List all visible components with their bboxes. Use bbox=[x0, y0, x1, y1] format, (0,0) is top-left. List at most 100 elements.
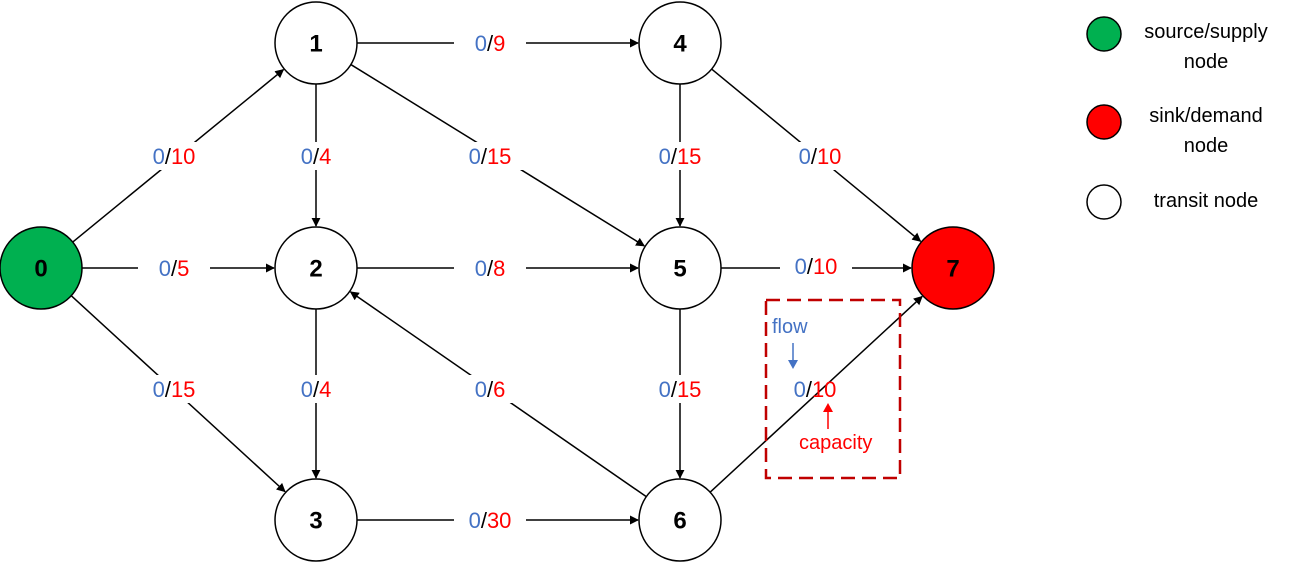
separator: / bbox=[481, 144, 488, 169]
capacity-value: 6 bbox=[493, 377, 505, 402]
capacity-value: 10 bbox=[817, 144, 841, 169]
edge-label: 0/9 bbox=[475, 31, 506, 56]
node-label: 2 bbox=[309, 256, 322, 283]
edge-1-5: 0/15 bbox=[350, 63, 646, 247]
edge-label-background bbox=[644, 142, 716, 170]
edge-label: 0/4 bbox=[301, 144, 332, 169]
node-label: 0 bbox=[34, 256, 47, 283]
capacity-value: 30 bbox=[487, 508, 511, 533]
flow-value: 0 bbox=[475, 256, 487, 281]
flow-value: 0 bbox=[469, 144, 481, 169]
flow-value: 0 bbox=[301, 377, 313, 402]
legend-source-text: node bbox=[1184, 51, 1229, 73]
flow-value: 0 bbox=[659, 144, 671, 169]
transit-node-circle bbox=[274, 478, 358, 562]
separator: / bbox=[811, 144, 818, 169]
capacity-value: 15 bbox=[171, 377, 195, 402]
separator: / bbox=[671, 144, 678, 169]
edge-label-background bbox=[280, 375, 352, 403]
edge-label: 0/10 bbox=[799, 144, 842, 169]
edge-4-7: 0/10 bbox=[711, 68, 922, 242]
edge-label: 0/15 bbox=[659, 144, 702, 169]
capacity-value: 10 bbox=[812, 377, 836, 402]
edge-0-3: 0/15 bbox=[70, 295, 286, 493]
edge-label: 0/15 bbox=[469, 144, 512, 169]
separator: / bbox=[806, 377, 813, 402]
flow-value: 0 bbox=[475, 377, 487, 402]
edge-label: 0/10 bbox=[795, 254, 838, 279]
capacity-value: 15 bbox=[487, 144, 511, 169]
legend-sink-text: node bbox=[1184, 135, 1229, 157]
edge-label-background bbox=[454, 375, 526, 403]
flow-value: 0 bbox=[469, 508, 481, 533]
edge-label: 0/30 bbox=[469, 508, 512, 533]
capacity-value: 4 bbox=[319, 377, 331, 402]
nodes: 0 1 2 3 4 5 6 7 bbox=[0, 1, 995, 562]
edge-label: 0/6 bbox=[475, 377, 506, 402]
transit-node-circle bbox=[274, 226, 358, 310]
flow-value: 0 bbox=[794, 377, 806, 402]
flow-value: 0 bbox=[799, 144, 811, 169]
legend-source-text: source/supply bbox=[1144, 21, 1267, 43]
legend-sink-text: sink/demand bbox=[1149, 105, 1262, 127]
node-label: 7 bbox=[946, 256, 959, 283]
flow-value: 0 bbox=[159, 256, 171, 281]
edge-label-background bbox=[644, 375, 716, 403]
legend: source/supply node sink/demand node transit … bbox=[1086, 16, 1268, 220]
separator: / bbox=[487, 31, 494, 56]
capacity-annotation-label: capacity bbox=[799, 432, 872, 454]
node-label: 6 bbox=[673, 508, 686, 535]
flow-value: 0 bbox=[795, 254, 807, 279]
legend-item-transit: transit node bbox=[1086, 184, 1258, 220]
edge-label-background bbox=[784, 142, 856, 170]
separator: / bbox=[313, 377, 320, 402]
edge-5-7: 0/10 bbox=[721, 252, 912, 280]
edge-1-2: 0/4 bbox=[280, 84, 352, 227]
separator: / bbox=[165, 377, 172, 402]
edge-label-background bbox=[138, 375, 210, 403]
separator: / bbox=[313, 144, 320, 169]
node-5: 5 bbox=[638, 226, 722, 310]
edge-0-2: 0/5 bbox=[82, 254, 275, 282]
capacity-value: 10 bbox=[813, 254, 837, 279]
edge-label-background bbox=[454, 142, 526, 170]
edge-label: 0/10 bbox=[153, 144, 196, 169]
node-4: 4 bbox=[638, 1, 722, 85]
edge-label: 0/10 bbox=[794, 377, 837, 402]
separator: / bbox=[165, 144, 172, 169]
edge-3-6: 0/30 bbox=[357, 506, 639, 534]
node-label: 3 bbox=[309, 508, 322, 535]
separator: / bbox=[487, 256, 494, 281]
highlight-box bbox=[764, 298, 902, 480]
node-label: 1 bbox=[309, 31, 322, 58]
edge-label-background bbox=[454, 506, 526, 534]
edge-6-2: 0/6 bbox=[349, 291, 647, 498]
edge-label-background bbox=[138, 254, 210, 282]
node-3: 3 bbox=[274, 478, 358, 562]
sink-node-circle bbox=[911, 226, 995, 310]
flow-annotation-label: flow bbox=[772, 316, 808, 338]
flow-value: 0 bbox=[301, 144, 313, 169]
transit-node-circle bbox=[638, 226, 722, 310]
capacity-value: 9 bbox=[493, 31, 505, 56]
edge-label-background bbox=[454, 254, 526, 282]
edge-arrow bbox=[709, 295, 923, 493]
legend-sink-swatch bbox=[1086, 104, 1122, 140]
edge-4-5: 0/15 bbox=[644, 84, 716, 227]
edge-0-1: 0/10 bbox=[72, 69, 285, 243]
flow-capacity-annotation: flow capacity bbox=[764, 298, 902, 480]
legend-transit-swatch bbox=[1086, 184, 1122, 220]
edge-label-background bbox=[138, 142, 210, 170]
source-node-circle bbox=[0, 226, 83, 310]
separator: / bbox=[807, 254, 814, 279]
separator: / bbox=[671, 377, 678, 402]
edge-label: 0/4 bbox=[301, 377, 332, 402]
capacity-value: 5 bbox=[177, 256, 189, 281]
node-0: 0 bbox=[0, 226, 83, 310]
node-6: 6 bbox=[638, 478, 722, 562]
node-label: 4 bbox=[673, 31, 687, 58]
node-7: 7 bbox=[911, 226, 995, 310]
edge-1-4: 0/9 bbox=[357, 29, 639, 57]
edge-label: 0/15 bbox=[153, 377, 196, 402]
